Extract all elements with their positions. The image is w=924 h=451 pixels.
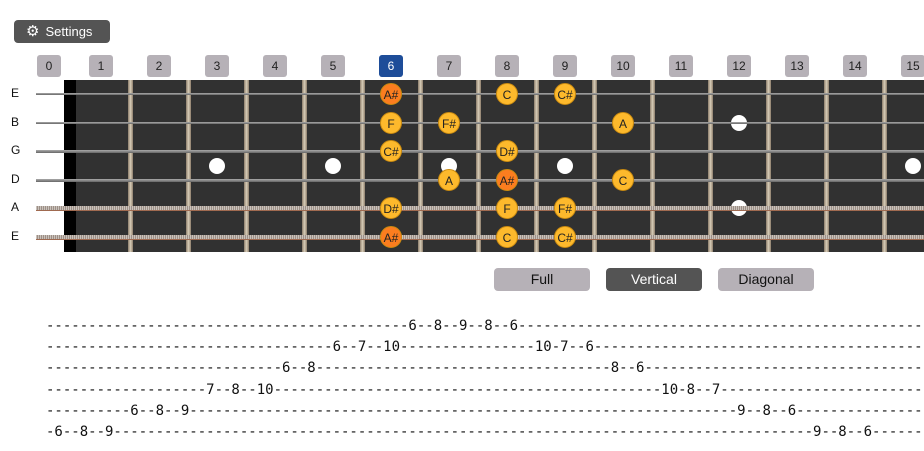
note-marker[interactable]: C xyxy=(496,226,518,248)
fret-label-7[interactable]: 7 xyxy=(437,55,461,77)
string-label-d: D xyxy=(11,172,20,186)
inlay-dot xyxy=(325,158,341,174)
tab-line: ----------6--8--9-----------------------… xyxy=(46,402,924,419)
fret-label-6[interactable]: 6 xyxy=(379,55,403,77)
note-marker[interactable]: A# xyxy=(496,169,518,191)
note-marker[interactable]: D# xyxy=(496,140,518,162)
inlay-dot xyxy=(557,158,573,174)
string-label-b: B xyxy=(11,115,20,129)
mode-button-vertical[interactable]: Vertical xyxy=(606,268,702,291)
fret-label-3[interactable]: 3 xyxy=(205,55,229,77)
fretboard xyxy=(64,80,924,252)
inlay-dot xyxy=(209,158,225,174)
fret-wire xyxy=(766,80,771,252)
note-marker[interactable]: F xyxy=(380,112,402,134)
string-3 xyxy=(36,149,924,153)
string-label-a: A xyxy=(11,200,20,214)
fret-label-1[interactable]: 1 xyxy=(89,55,113,77)
fret-wire xyxy=(708,80,713,252)
tab-line: ----------------------------------------… xyxy=(46,318,924,334)
fret-wire xyxy=(186,80,191,252)
string-label-g: G xyxy=(11,143,21,157)
settings-button[interactable]: ⚙ Settings xyxy=(14,20,110,43)
note-marker[interactable]: C xyxy=(496,83,518,105)
string-4 xyxy=(36,178,924,182)
fret-wire xyxy=(418,80,423,252)
tab-line: -6--8--9--------------------------------… xyxy=(46,424,924,441)
string-label-e: E xyxy=(11,229,20,243)
fret-label-14[interactable]: 14 xyxy=(843,55,867,77)
note-marker[interactable]: D# xyxy=(380,197,402,219)
string-6 xyxy=(36,235,924,240)
note-marker[interactable]: F xyxy=(496,197,518,219)
note-marker[interactable]: F# xyxy=(554,197,576,219)
fret-wire xyxy=(128,80,133,252)
note-marker[interactable]: C xyxy=(612,169,634,191)
mode-button-diagonal[interactable]: Diagonal xyxy=(718,268,814,291)
fret-wire xyxy=(882,80,887,252)
note-marker[interactable]: A# xyxy=(380,226,402,248)
fret-label-13[interactable]: 13 xyxy=(785,55,809,77)
settings-label: Settings xyxy=(45,24,93,39)
fret-label-2[interactable]: 2 xyxy=(147,55,171,77)
fret-wire xyxy=(650,80,655,252)
fret-label-12[interactable]: 12 xyxy=(727,55,751,77)
fret-label-10[interactable]: 10 xyxy=(611,55,635,77)
note-marker[interactable]: A xyxy=(438,169,460,191)
fret-wire xyxy=(824,80,829,252)
fret-wire xyxy=(244,80,249,252)
string-label-e: E xyxy=(11,86,20,100)
fret-label-15[interactable]: 15 xyxy=(901,55,924,77)
fret-label-9[interactable]: 9 xyxy=(553,55,577,77)
fret-label-8[interactable]: 8 xyxy=(495,55,519,77)
fret-wire xyxy=(360,80,365,252)
tab-line: -------------------7--8--10-------------… xyxy=(46,381,924,398)
tab-line: ----------------------------6--8--------… xyxy=(46,360,924,377)
string-2 xyxy=(36,122,924,124)
note-marker[interactable]: A xyxy=(612,112,634,134)
fret-label-5[interactable]: 5 xyxy=(321,55,345,77)
note-marker[interactable]: C# xyxy=(554,226,576,248)
fret-wire xyxy=(302,80,307,252)
fret-wire xyxy=(592,80,597,252)
fret-wire xyxy=(534,80,539,252)
gear-icon: ⚙ xyxy=(26,23,40,40)
fret-wire xyxy=(476,80,481,252)
tab-line: ----------------------------------6--7--… xyxy=(46,339,924,356)
fret-label-11[interactable]: 11 xyxy=(669,55,693,77)
string-1 xyxy=(36,93,924,95)
tablature: ----------------------------------------… xyxy=(46,316,924,443)
note-marker[interactable]: F# xyxy=(438,112,460,134)
note-marker[interactable]: A# xyxy=(380,83,402,105)
string-5 xyxy=(36,206,924,211)
fret-label-0[interactable]: 0 xyxy=(37,55,61,77)
fret-label-4[interactable]: 4 xyxy=(263,55,287,77)
note-marker[interactable]: C# xyxy=(554,83,576,105)
inlay-dot xyxy=(905,158,921,174)
note-marker[interactable]: C# xyxy=(380,140,402,162)
nut xyxy=(64,80,76,252)
mode-button-full[interactable]: Full xyxy=(494,268,590,291)
